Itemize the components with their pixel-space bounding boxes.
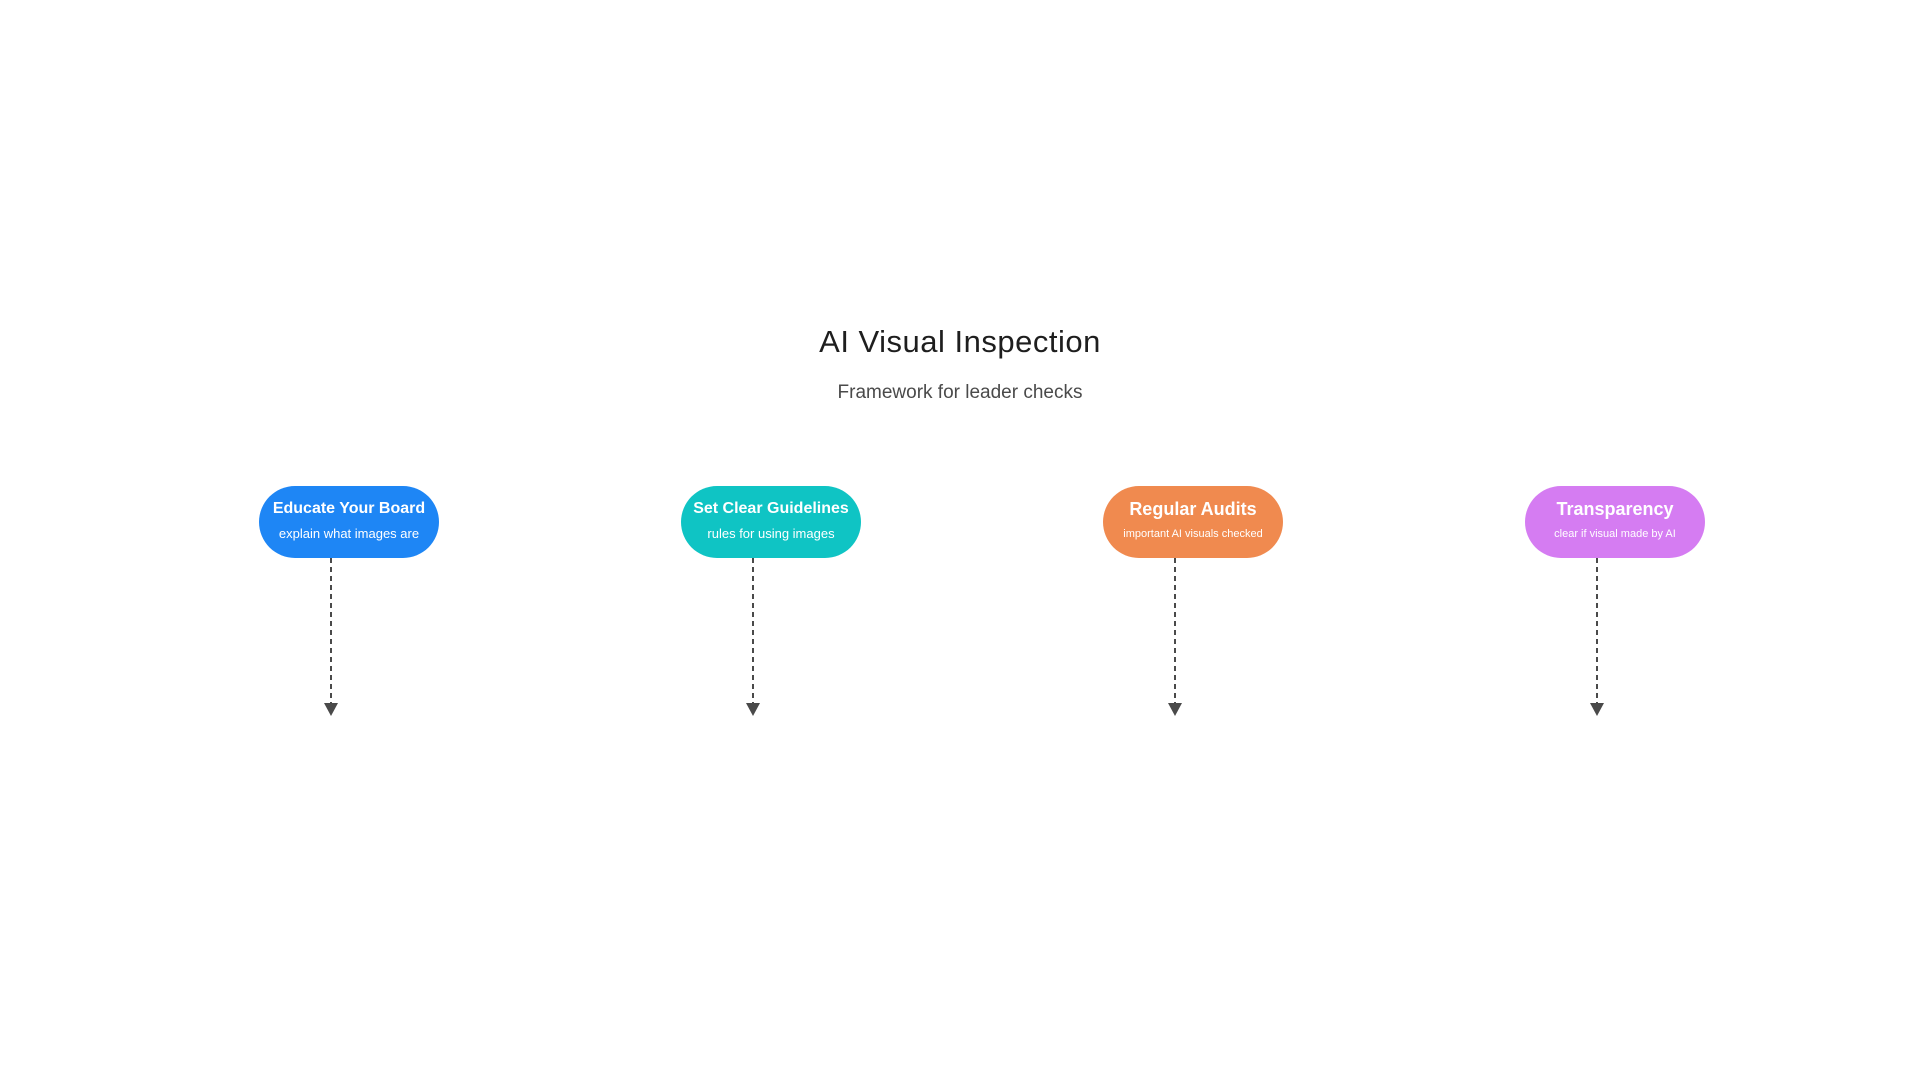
node-subtitle: explain what images are [278,526,420,541]
connector-arrow-4 [1590,558,1604,716]
node-transparency: Transparency clear if visual made by AI [1525,486,1705,558]
node-subtitle: important AI visuals checked [1123,528,1263,540]
node-title: Educate Your Board [272,500,426,517]
connector-arrow-3 [1168,558,1182,716]
diagram-subtitle: Framework for leader checks [837,382,1083,403]
node-subtitle: rules for using images [707,526,835,541]
node-title: Regular Audits [1129,499,1257,519]
node-educate-your-board: Educate Your Board explain what images a… [259,486,439,558]
node-set-clear-guidelines: Set Clear Guidelines rules for using ima… [681,486,861,558]
connector-arrow-2 [746,558,760,716]
node-title: Set Clear Guidelines [693,500,849,517]
connector-arrow-1 [324,558,338,716]
node-regular-audits: Regular Audits important AI visuals chec… [1103,486,1283,558]
node-subtitle: clear if visual made by AI [1554,528,1676,540]
diagram-title: AI Visual Inspection [819,324,1101,359]
node-title: Transparency [1556,499,1674,519]
